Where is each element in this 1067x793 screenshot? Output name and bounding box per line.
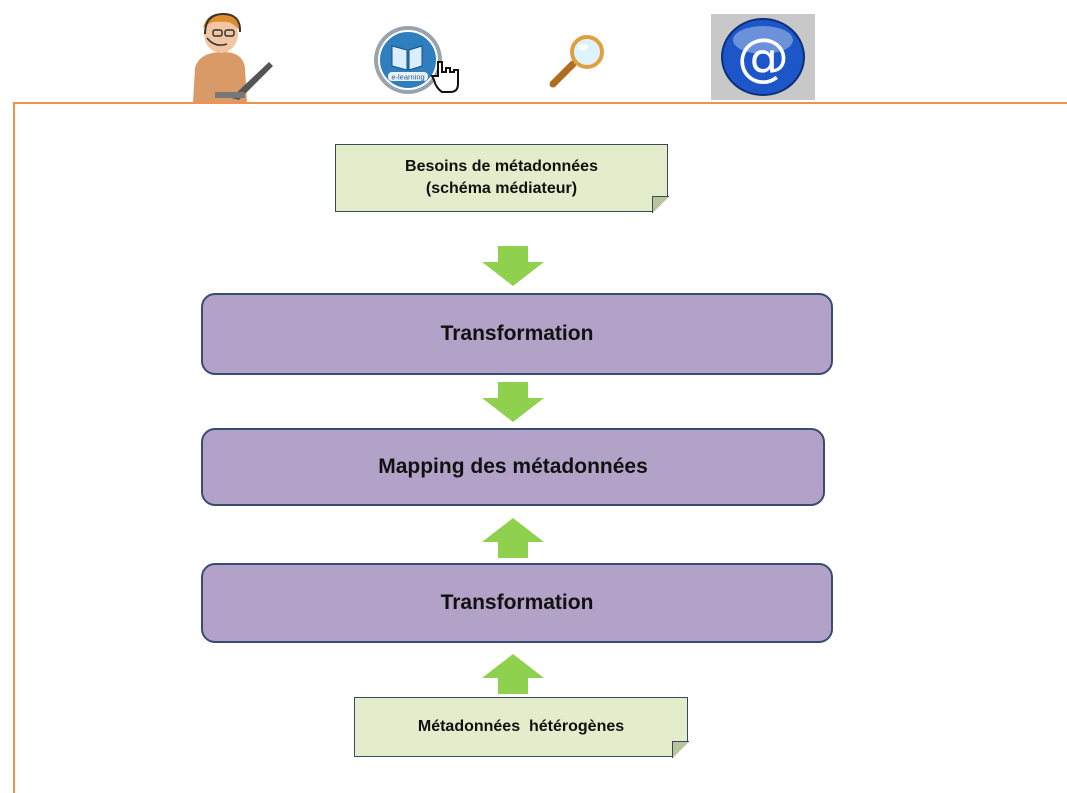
frame-top-border: [13, 102, 1067, 104]
heterogeneous-metadata-note: Métadonnées hétérogènes: [354, 697, 689, 758]
magnifier-icon[interactable]: [543, 34, 613, 90]
e-learning-icon[interactable]: e-learning: [372, 22, 472, 98]
heterogeneous-metadata-label: Métadonnées hétérogènes: [417, 718, 625, 735]
folded-corner: [652, 196, 669, 213]
arrow-up-1: [482, 518, 544, 563]
arrow-up-2: [482, 654, 544, 699]
metadata-mapping-label: Mapping des métadonnées: [378, 455, 648, 478]
arrow-down-1: [482, 246, 544, 291]
email-at-icon[interactable]: @: [711, 14, 815, 100]
transformation-top-label: Transformation: [440, 322, 594, 345]
transformation-bottom-box: Transformation: [201, 563, 833, 643]
transformation-top-box: Transformation: [201, 293, 833, 375]
frame-left-border: [13, 102, 15, 793]
folded-corner: [672, 741, 689, 758]
arrow-down-2: [482, 382, 544, 427]
user-laptop-icon[interactable]: [185, 8, 273, 102]
svg-text:@: @: [737, 28, 789, 88]
metadata-needs-line1: Besoins de métadonnées: [405, 158, 598, 175]
metadata-needs-line2: (schéma médiateur): [425, 180, 578, 197]
transformation-bottom-label: Transformation: [440, 591, 594, 614]
metadata-needs-note: Besoins de métadonnées (schéma médiateur…: [335, 144, 669, 213]
e-learning-label: e-learning: [391, 73, 424, 82]
metadata-mapping-box: Mapping des métadonnées: [201, 428, 825, 506]
